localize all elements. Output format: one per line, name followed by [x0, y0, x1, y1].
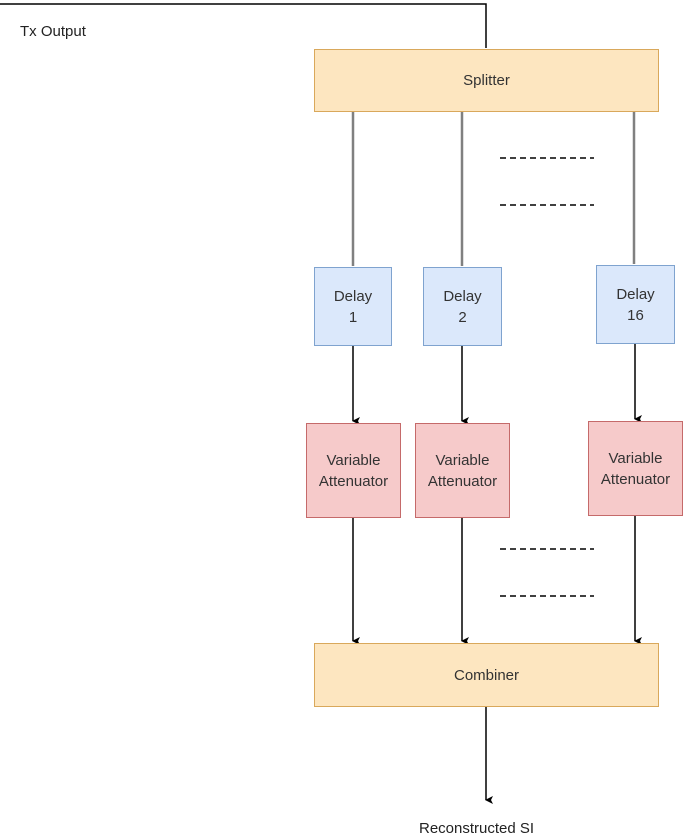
attenuator-block-1: Variable Attenuator [306, 423, 401, 518]
attenuator-1-line2: Attenuator [318, 472, 389, 490]
attenuator-16-line2: Attenuator [600, 470, 671, 488]
delay-block-2: Delay 2 [423, 267, 502, 346]
delay-1-line2: 1 [348, 308, 358, 326]
splitter-label: Splitter [463, 72, 510, 89]
delay-1-line1: Delay [333, 287, 373, 305]
delay-2-line1: Delay [443, 287, 482, 305]
combiner-label: Combiner [453, 666, 520, 684]
combiner-block: Combiner [314, 643, 659, 707]
delay-16-line2: 16 [627, 306, 644, 324]
attenuator-2-line2: Attenuator [427, 472, 498, 490]
tx-output-line [0, 3, 487, 48]
delay-block-16: Delay 16 [596, 265, 675, 344]
attenuator-1-line1: Variable [326, 451, 381, 469]
attenuator-block-16: Variable Attenuator [588, 421, 683, 516]
splitter-block: Splitter [314, 49, 659, 112]
tx-output-label: Tx Output [20, 23, 86, 40]
attenuator-block-2: Variable Attenuator [415, 423, 510, 518]
delay-block-1: Delay 1 [314, 267, 392, 346]
reconstructed-si-label: Reconstructed SI [419, 820, 535, 837]
attenuator-16-line1: Variable [608, 449, 663, 467]
delay-2-line2: 2 [458, 308, 467, 326]
delay-16-line1: Delay [616, 285, 655, 303]
attenuator-2-line1: Variable [435, 451, 490, 469]
